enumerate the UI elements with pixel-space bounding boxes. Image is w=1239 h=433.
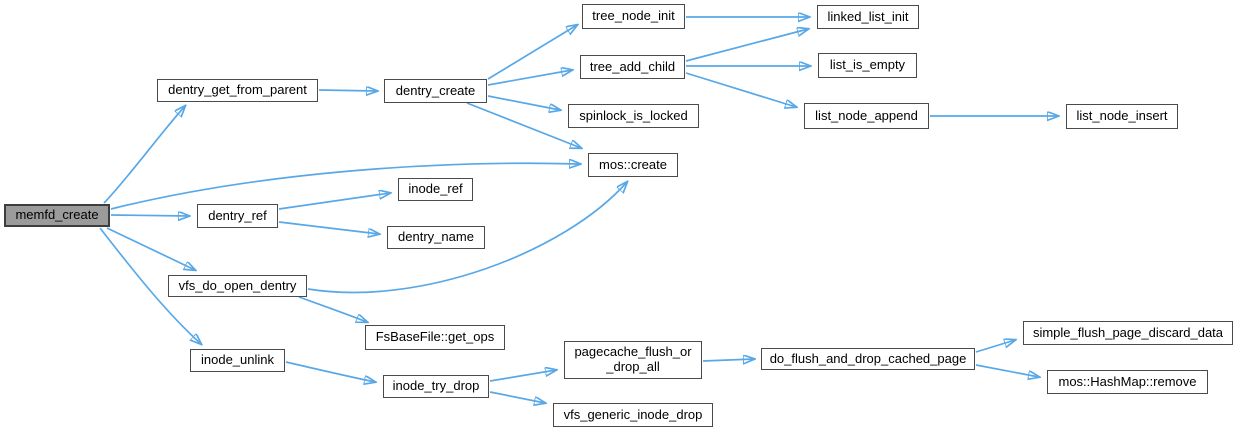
node-mos-create[interactable]: mos::create <box>588 153 678 177</box>
edge-vfs_do_open_dentry-fsbasefile_get_ops <box>298 296 367 322</box>
edge-memfd_create-vfs_do_open_dentry <box>106 227 195 270</box>
node-dentry-name[interactable]: dentry_name <box>387 226 485 249</box>
node-list-is-empty[interactable]: list_is_empty <box>818 53 917 78</box>
node-dentry-create[interactable]: dentry_create <box>384 79 487 103</box>
node-do-flush-and-drop-cached-page[interactable]: do_flush_and_drop_cached_page <box>761 348 975 370</box>
node-tree-node-init[interactable]: tree_node_init <box>582 4 685 29</box>
node-mos-hashmap-remove[interactable]: mos::HashMap::remove <box>1047 370 1208 394</box>
edge-tree_add_child-list_node_append <box>685 72 796 107</box>
edge-tree_add_child-linked_list_init <box>685 29 808 62</box>
edge-inode_unlink-inode_try_drop <box>285 361 375 382</box>
node-vfs-generic-inode-drop[interactable]: vfs_generic_inode_drop <box>553 403 713 427</box>
node-spinlock-is-locked[interactable]: spinlock_is_locked <box>568 104 699 128</box>
node-inode-unlink[interactable]: inode_unlink <box>190 349 285 372</box>
node-linked-list-init[interactable]: linked_list_init <box>817 5 919 29</box>
edge-dentry_create-mos_create <box>466 102 581 148</box>
edge-memfd_create-inode_unlink <box>99 227 201 344</box>
node-simple-flush-page-discard-data[interactable]: simple_flush_page_discard_data <box>1023 321 1233 345</box>
edge-dentry_create-tree_node_init <box>487 25 577 80</box>
edge-pagecache_flush_or_drop_all-do_flush_and_drop_cached_page <box>702 359 754 361</box>
edge-do_flush_and_drop_cached_page-simple_flush_page_discard_data <box>975 340 1015 353</box>
edge-dentry_get_from_parent-dentry_create <box>318 90 377 91</box>
edge-dentry_ref-dentry_name <box>278 221 379 234</box>
node-dentry-get-from-parent[interactable]: dentry_get_from_parent <box>157 79 318 102</box>
node-list-node-append[interactable]: list_node_append <box>804 103 929 129</box>
node-memfd-create: memfd_create <box>4 204 110 227</box>
node-inode-ref[interactable]: inode_ref <box>398 178 473 201</box>
edge-inode_try_drop-pagecache_flush_or_drop_all <box>489 370 556 382</box>
edge-memfd_create-dentry_get_from_parent <box>103 106 185 204</box>
node-dentry-ref[interactable]: dentry_ref <box>197 204 278 228</box>
edge-do_flush_and_drop_cached_page-mos_hashmap_remove <box>975 364 1039 377</box>
node-list-node-insert[interactable]: list_node_insert <box>1066 104 1178 129</box>
edge-dentry_create-tree_add_child <box>487 70 572 86</box>
node-pagecache-flush-or-drop-all[interactable]: pagecache_flush_or _drop_all <box>564 341 702 379</box>
node-tree-add-child[interactable]: tree_add_child <box>580 55 685 79</box>
edge-dentry_ref-inode_ref <box>278 193 390 210</box>
node-inode-try-drop[interactable]: inode_try_drop <box>383 375 489 398</box>
edge-vfs_do_open_dentry-mos_create <box>307 182 627 294</box>
node-fsbasefile-get-ops[interactable]: FsBaseFile::get_ops <box>365 325 505 350</box>
edge-dentry_create-spinlock_is_locked <box>487 95 560 110</box>
edge-memfd_create-mos_create <box>110 163 580 210</box>
node-vfs-do-open-dentry[interactable]: vfs_do_open_dentry <box>168 275 307 297</box>
edge-inode_try_drop-vfs_generic_inode_drop <box>489 391 545 403</box>
edge-memfd_create-dentry_ref <box>110 215 189 216</box>
